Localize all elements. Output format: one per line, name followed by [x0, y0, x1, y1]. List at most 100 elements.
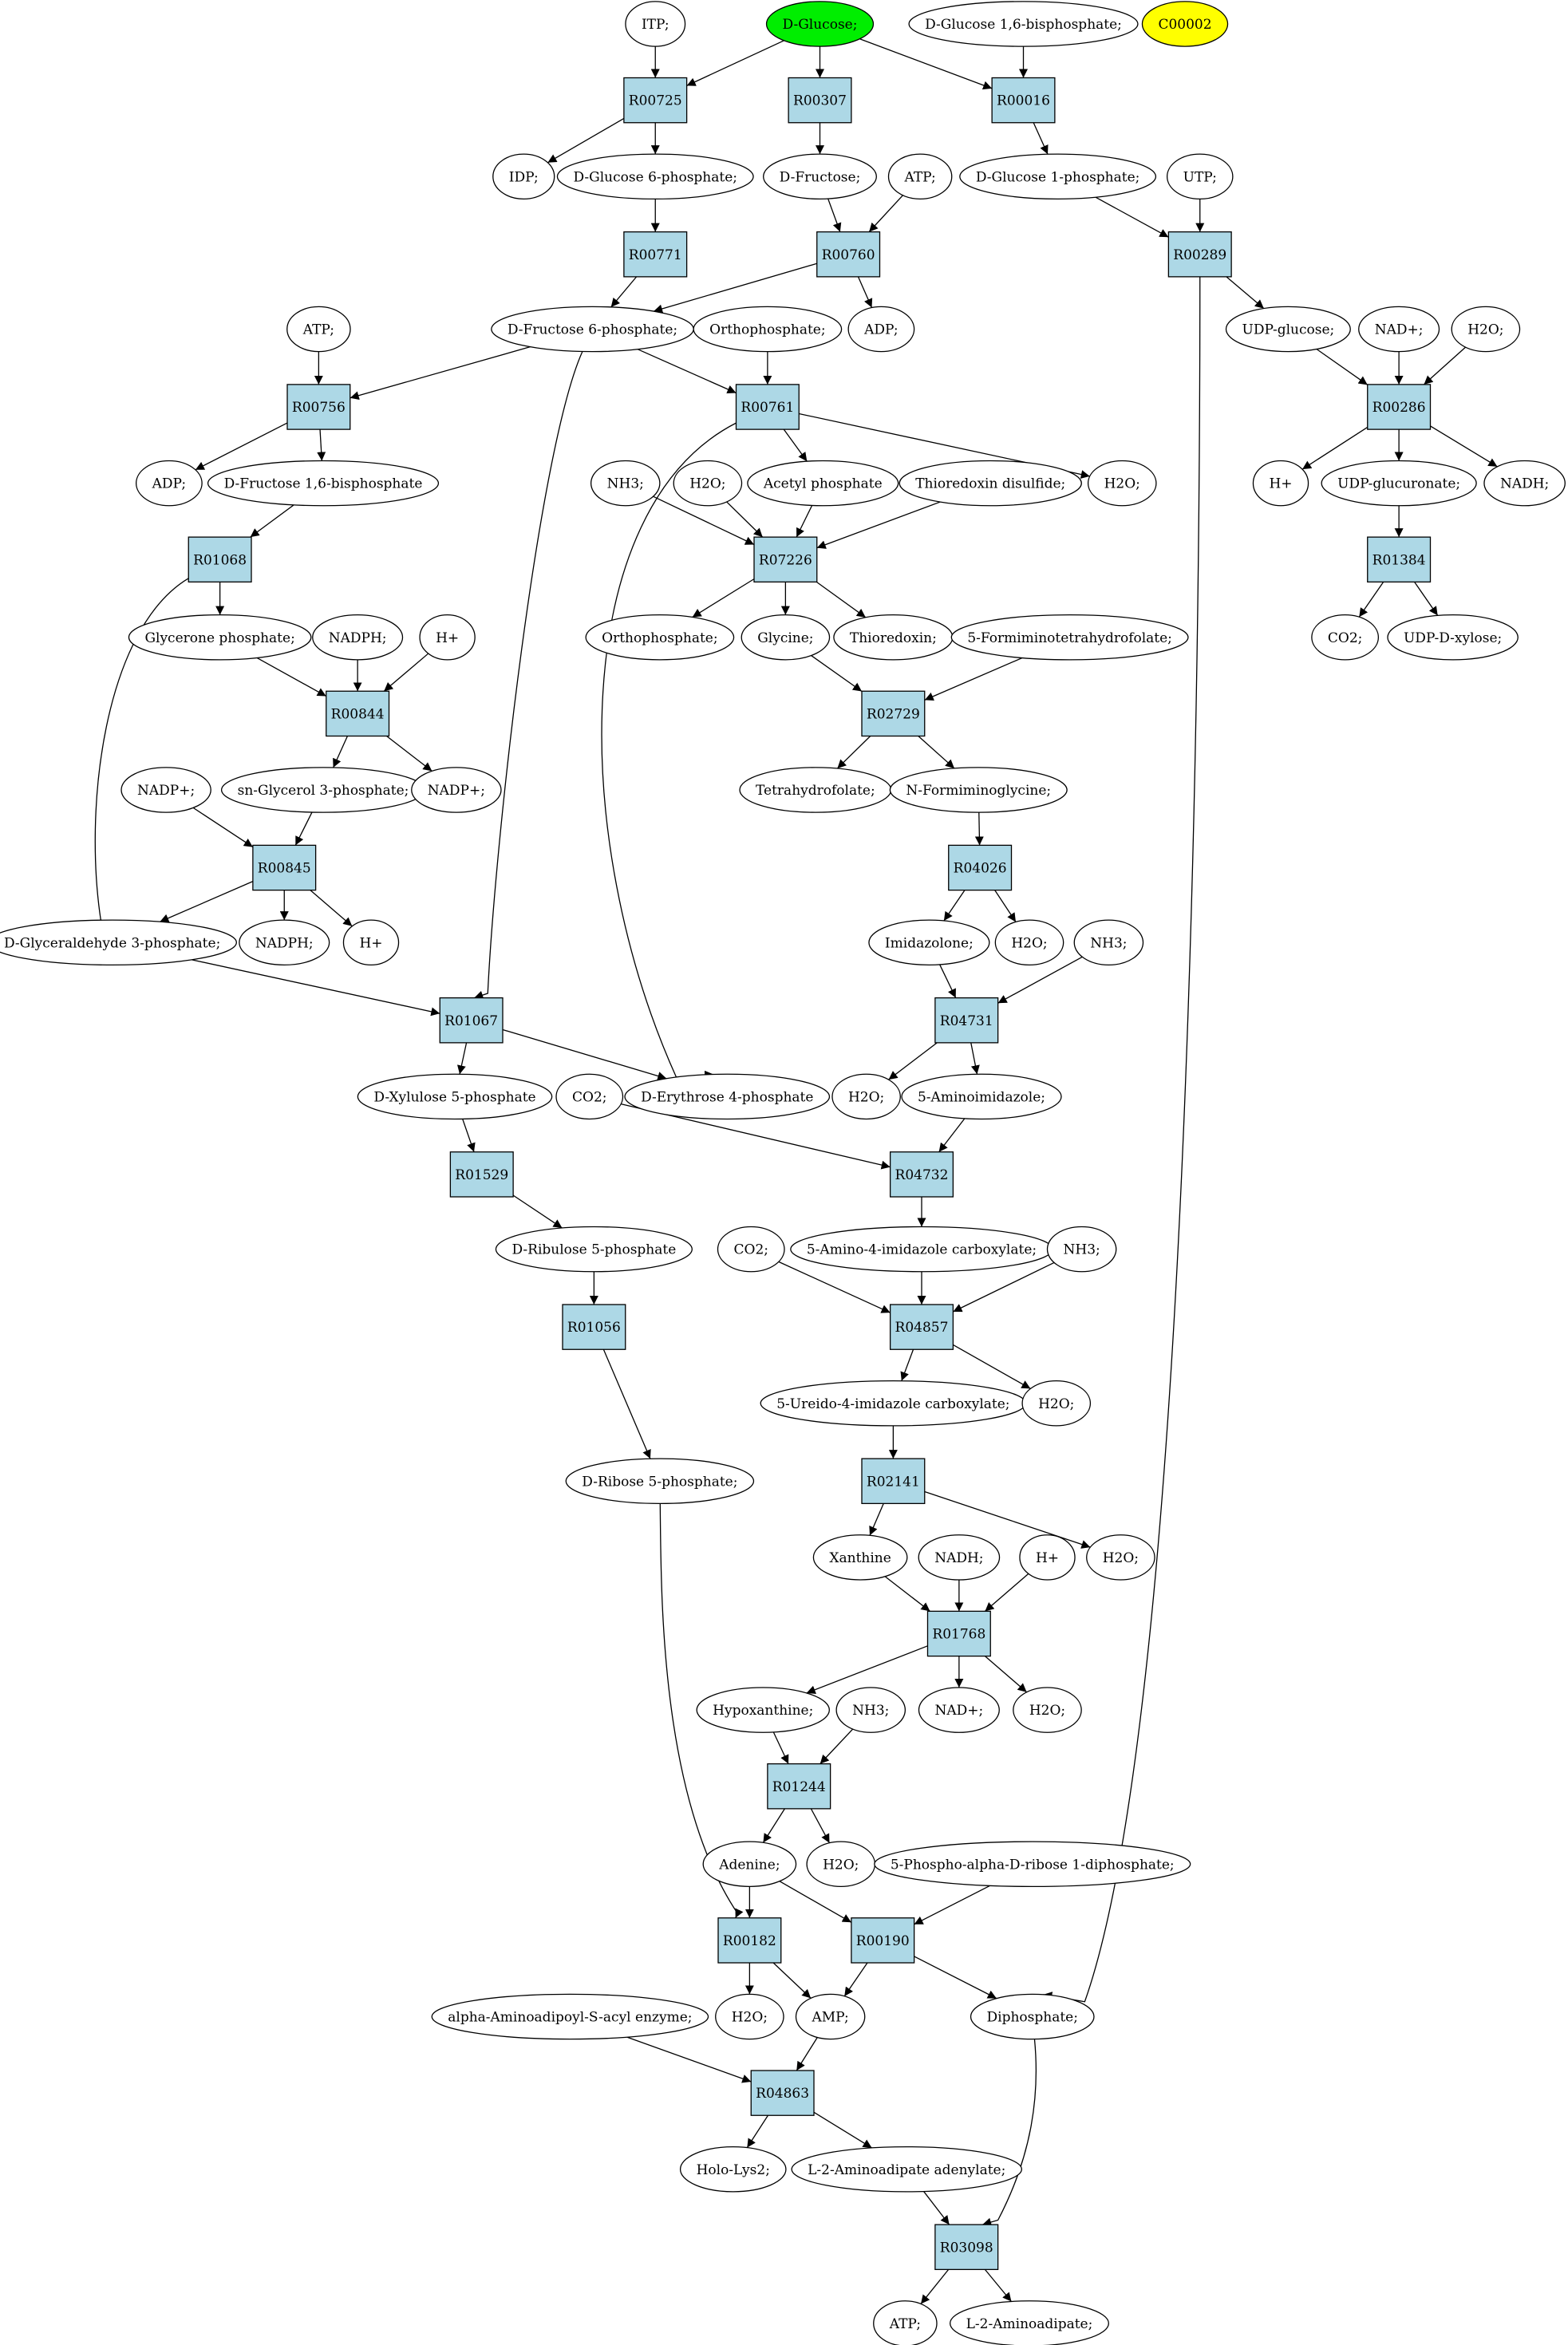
- reaction-node-r00182: R00182: [717, 1917, 782, 1964]
- compound-ellipse: [135, 460, 203, 507]
- compound-ellipse: [411, 767, 502, 813]
- compound-ellipse: [847, 306, 915, 353]
- compound-label: UDP-D-xylose;: [1404, 630, 1502, 646]
- edge-r00756-to-adp2: [195, 422, 288, 471]
- compound-node-d-fructose: D-Fructose;: [763, 153, 877, 200]
- compound-label: NADP+;: [137, 783, 195, 799]
- compound-node-h2o: H2O;: [1451, 306, 1521, 353]
- compound-label: D-Glucose;: [783, 17, 858, 33]
- compound-node-d-fructose-6-phosphate: D-Fructose 6-phosphate;: [491, 306, 694, 353]
- compound-ellipse: [1311, 614, 1380, 661]
- edge-r04857-to-h2of: [953, 1344, 1031, 1389]
- compound-node-h2o: H2O;: [1087, 460, 1157, 507]
- compound-node-adp: ADP;: [135, 460, 203, 507]
- reaction-node-r00190: R00190: [851, 1917, 915, 1964]
- compound-node-utp: UTP;: [1166, 153, 1234, 200]
- edge-r00844-to-nadpb: [386, 735, 432, 772]
- compound-node-d-ribulose-5-phosphate: D-Ribulose 5-phosphate: [495, 1226, 693, 1273]
- compound-label: CO2;: [734, 1242, 769, 1258]
- reaction-node-r00760: R00760: [816, 231, 881, 278]
- edge-r00761-to-de4p: [601, 422, 737, 1080]
- reaction-box: [326, 690, 390, 737]
- compound-label: UTP;: [1183, 169, 1217, 185]
- compound-label: NADH;: [1500, 476, 1549, 492]
- compound-node-amp: AMP;: [795, 1993, 866, 2040]
- reaction-box: [861, 1458, 926, 1505]
- compound-ellipse: [431, 1993, 709, 2040]
- compound-node-adenine: Adenine;: [702, 1841, 797, 1888]
- compound-label: H2O;: [1038, 1396, 1074, 1412]
- compound-ellipse: [970, 1993, 1095, 2040]
- compound-label: NH3;: [607, 476, 644, 492]
- reaction-node-r00844: R00844: [326, 690, 390, 737]
- compound-node-h2o: H2O;: [673, 460, 743, 507]
- compound-node-h2o: H2O;: [1013, 1687, 1082, 1733]
- compound-label: CO2;: [572, 1089, 607, 1105]
- compound-node-nadp: NADP+;: [120, 767, 211, 813]
- edge-r00289-to-udpglc: [1226, 276, 1265, 310]
- compound-node-co2: CO2;: [555, 1073, 624, 1120]
- compound-ellipse: [994, 919, 1064, 966]
- compound-node-thioredoxin-disulfide: Thioredoxin disulfide;: [899, 460, 1082, 507]
- compound-label: D-Glucose 1,6-bisphosphate;: [925, 17, 1122, 33]
- reaction-box: [252, 844, 317, 891]
- edge-r00761-to-acp: [783, 428, 808, 462]
- compound-label: 5-Phospho-alpha-D-ribose 1-diphosphate;: [891, 1857, 1175, 1873]
- reaction-label: R00190: [856, 1933, 910, 1949]
- compound-label: H2O;: [689, 476, 725, 492]
- compound-ellipse: [239, 919, 330, 966]
- edge-r04863-to-hololys: [746, 2114, 768, 2148]
- edge-nh3c-to-r04857: [953, 1261, 1055, 1313]
- reaction-box: [1367, 384, 1432, 430]
- compound-ellipse: [207, 460, 440, 507]
- edge-glycine-to-r02729: [811, 655, 863, 693]
- reaction-node-r04026: R04026: [948, 844, 1013, 891]
- edge-r00845-to-hc: [310, 890, 353, 927]
- compound-ellipse: [120, 767, 211, 813]
- compound-ellipse: [693, 306, 843, 353]
- compound-label: Orthophosphate;: [709, 322, 825, 338]
- reaction-node-r01768: R01768: [926, 1610, 991, 1657]
- compound-node-c00002: C00002: [1141, 1, 1229, 47]
- edge-df6p-to-r00756: [350, 346, 531, 401]
- compound-ellipse: [1252, 460, 1309, 507]
- compound-label: H2O;: [1011, 935, 1047, 951]
- compound-label: Hypoxanthine;: [713, 1703, 813, 1719]
- edge-r00016-to-dg1p: [1033, 122, 1049, 155]
- compound-node-h2o: H2O;: [806, 1841, 876, 1888]
- compound-node-udp-glucose: UDP-glucose;: [1225, 306, 1351, 353]
- edge-aimid-to-r04732: [938, 1118, 966, 1153]
- compound-label: Xanthine: [829, 1550, 891, 1566]
- compound-ellipse: [1019, 1534, 1076, 1581]
- reaction-label: R01244: [772, 1779, 826, 1795]
- compound-ellipse: [1141, 1, 1229, 47]
- compound-node-5-formiminotetrahydrofolate: 5-Formiminotetrahydrofolate;: [950, 614, 1189, 661]
- edge-prpp-to-r00190: [914, 1885, 990, 1925]
- edge-r02729-to-nfgly: [918, 736, 955, 769]
- reaction-node-r01056: R01056: [562, 1304, 626, 1350]
- reaction-label: R00760: [822, 247, 875, 263]
- compound-node-orthophosphate: Orthophosphate;: [585, 614, 735, 661]
- compound-node-h: H+: [1019, 1534, 1076, 1581]
- edge-r00845-to-dga3p: [160, 881, 254, 922]
- compound-label: AMP;: [812, 2010, 849, 2026]
- compound-label: H2O;: [823, 1857, 859, 1873]
- compound-ellipse: [715, 1993, 784, 2040]
- edge-r01529-to-dr5pa: [512, 1194, 563, 1229]
- reaction-box: [948, 844, 1013, 891]
- reaction-label: R01068: [193, 552, 247, 568]
- edge-r01384-to-co2a: [1358, 582, 1384, 618]
- compound-node-glycerone-phosphate: Glycerone phosphate;: [128, 614, 312, 661]
- compound-label: N-Formiminoglycine;: [906, 783, 1051, 799]
- edge-r01056-to-dr5pb: [602, 1348, 651, 1459]
- edge-h2oa-to-r00286: [1424, 346, 1467, 385]
- reaction-label: R00307: [793, 93, 847, 109]
- compound-label: H+: [436, 630, 459, 646]
- compound-label: L-2-Aminoadipate;: [966, 2316, 1093, 2332]
- reaction-label: R01056: [567, 1320, 621, 1336]
- edge-l2aa-to-r03098: [923, 2191, 950, 2225]
- edge-r00771-to-df6p: [610, 276, 638, 308]
- compound-label: Glycine;: [757, 630, 813, 646]
- edge-df16bp-to-r01068: [250, 504, 294, 538]
